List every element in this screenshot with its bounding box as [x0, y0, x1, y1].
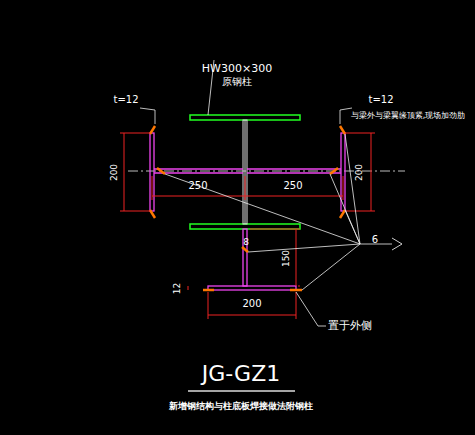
dimension: 200 — [242, 299, 261, 309]
dimension: 200 — [111, 163, 120, 180]
member-size: HW300×300 — [202, 63, 272, 74]
dimension: 12 — [173, 282, 182, 293]
dimension: 150 — [283, 249, 292, 266]
plate-thickness: t=12 — [113, 95, 138, 105]
plate-thickness: t=12 — [368, 95, 393, 105]
placement-note: 置于外侧 — [328, 320, 372, 331]
dimension: 250 — [283, 181, 302, 191]
drawing-caption: 新增钢结构与柱底板焊接做法附钢柱 — [169, 402, 313, 411]
weld-size: 8 — [243, 238, 249, 247]
weld-note: 与梁外与梁翼缘顶紧,现场加劲肋 — [351, 112, 466, 120]
dimension: 250 — [188, 181, 207, 191]
drawing-title: JG-GZ1 — [202, 363, 280, 385]
dimension: 200 — [356, 163, 365, 180]
weld-size: 6 — [372, 235, 378, 245]
member-name: 原钢柱 — [222, 77, 252, 87]
